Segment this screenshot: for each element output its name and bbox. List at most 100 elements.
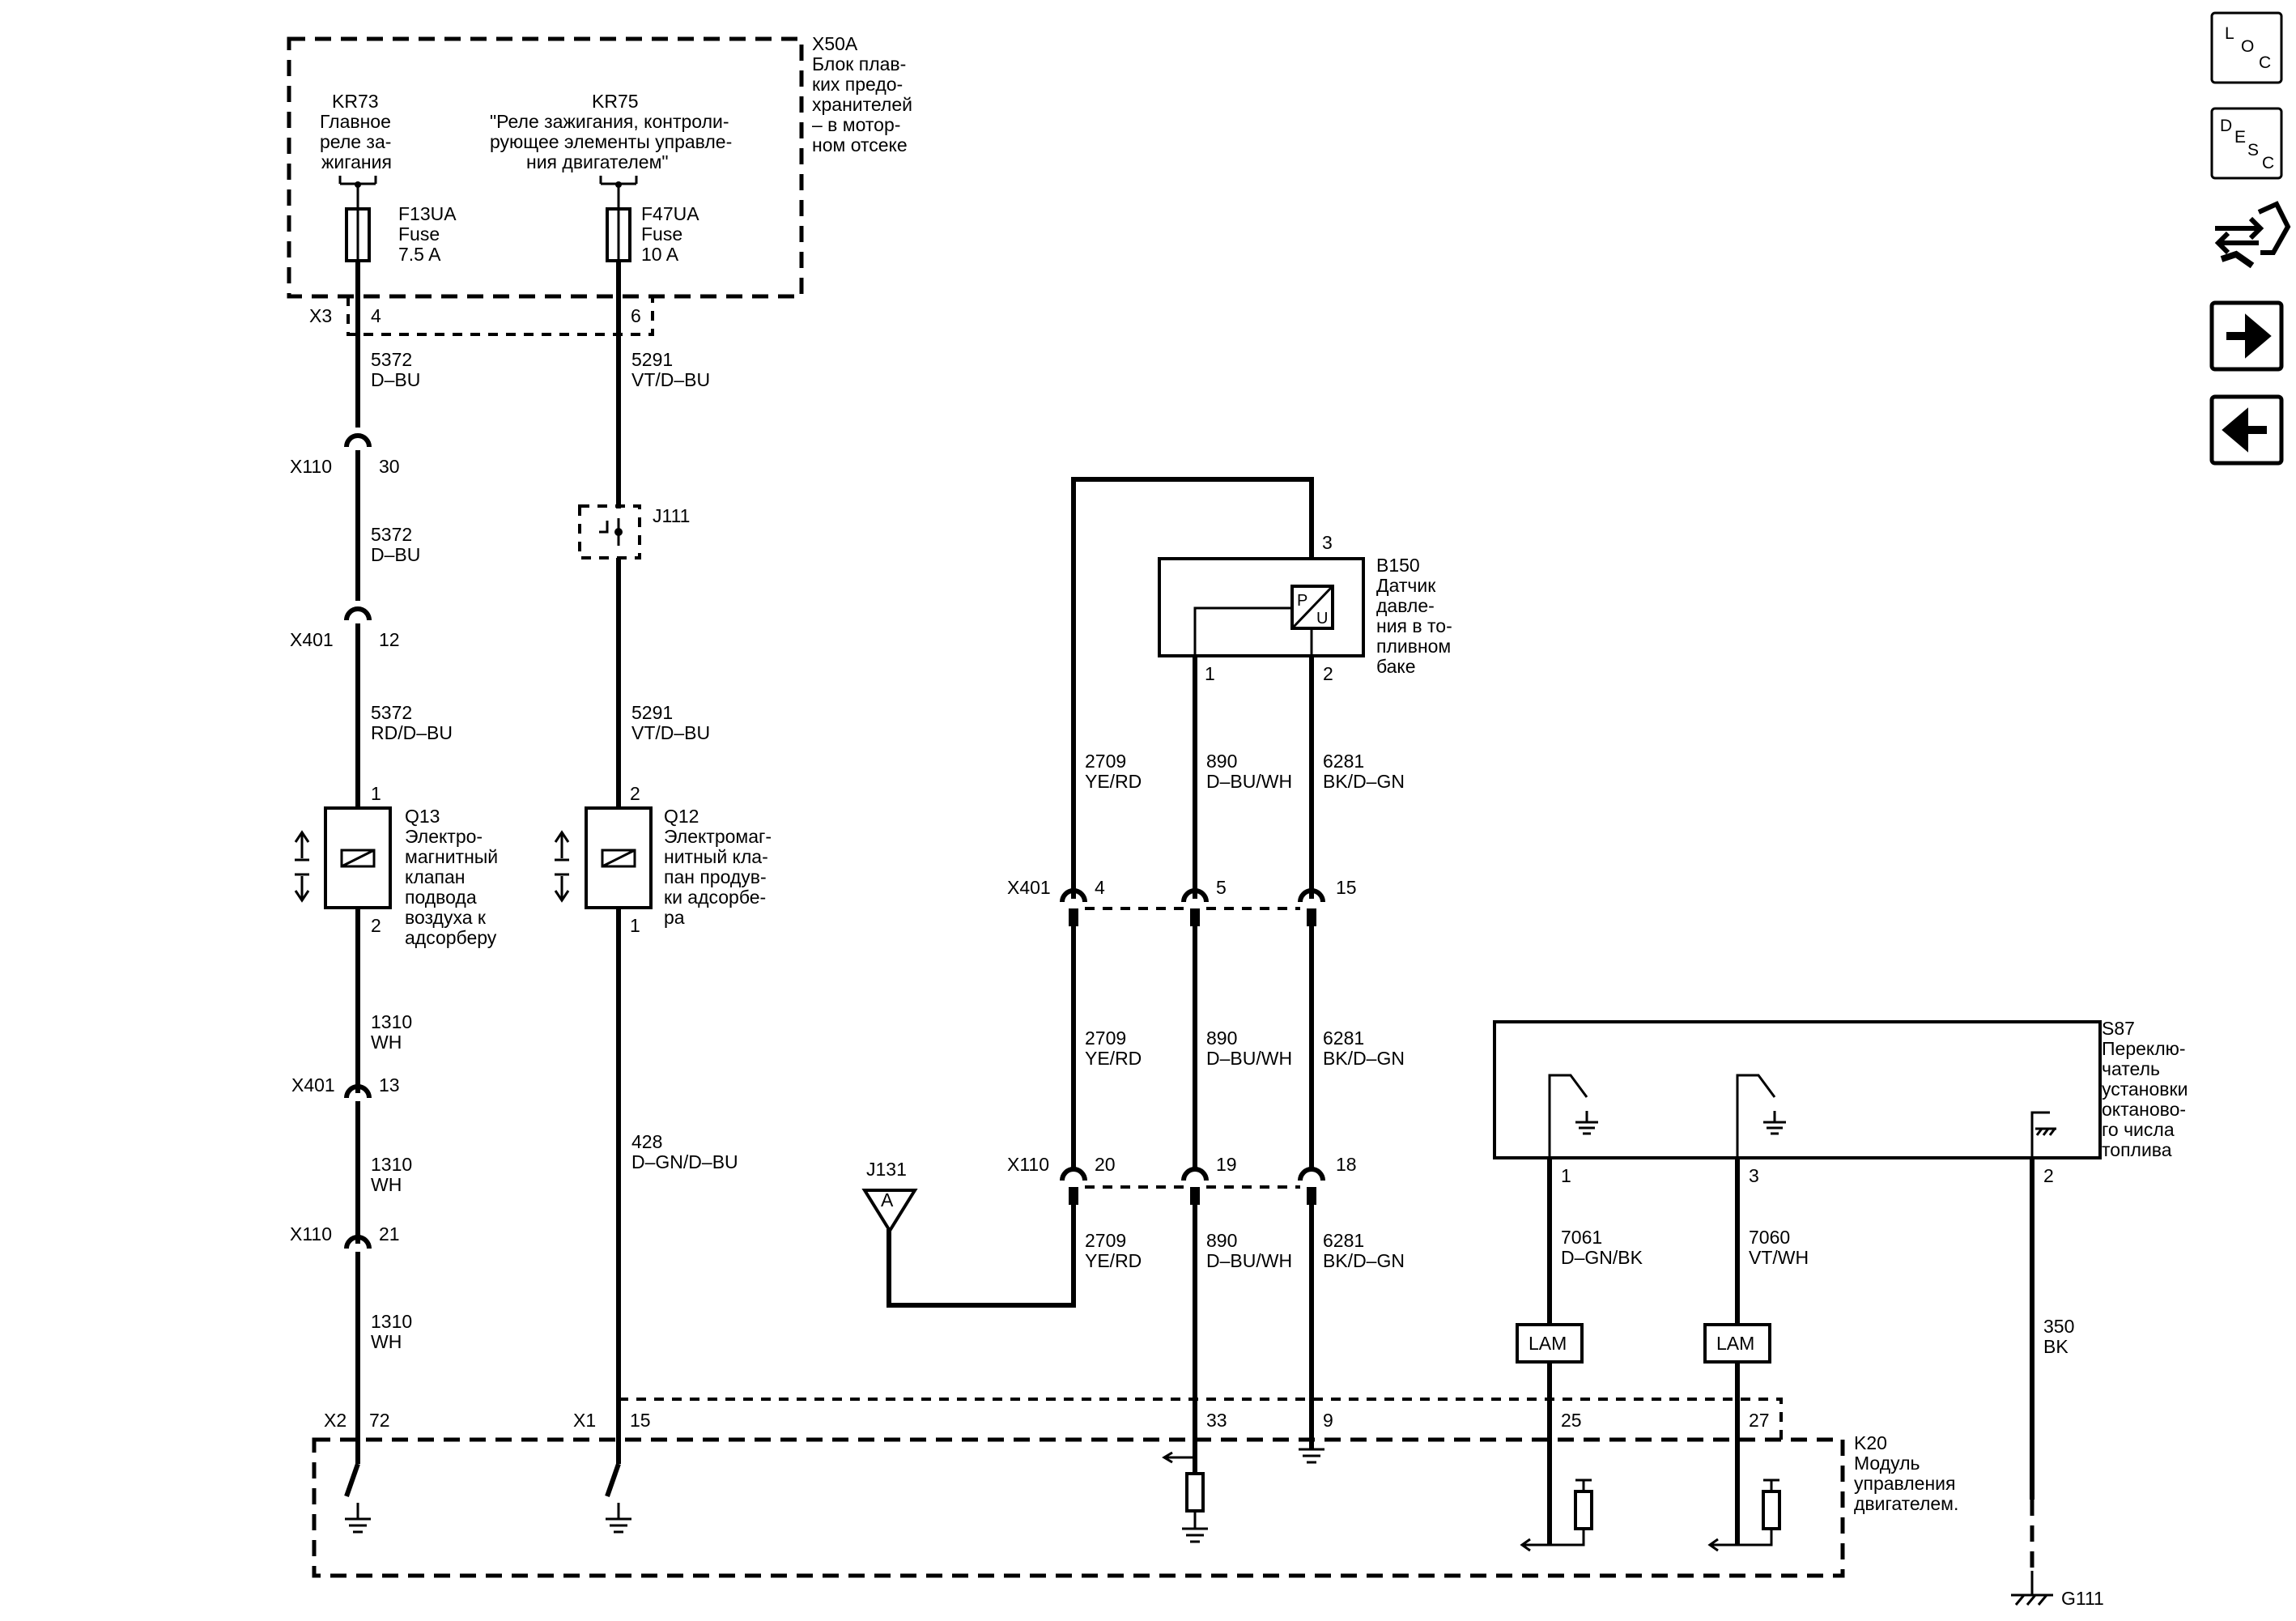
connector-tool-icon: [2220, 250, 2255, 269]
wire-label: 6281: [1323, 751, 1364, 772]
solenoid-q13-desc: Электро-: [405, 826, 483, 847]
wire-label: BK/D–GN: [1323, 1250, 1405, 1271]
splice-pack-j131-label: J131: [866, 1159, 907, 1180]
solenoid-q12-label: Q12: [664, 806, 699, 827]
wire-label: 1310: [371, 1154, 412, 1175]
wire-label: 5291: [631, 702, 673, 723]
ground-icon: [1763, 1111, 1786, 1135]
wire-label: 890: [1206, 1027, 1237, 1049]
wire-label: 7061: [1561, 1227, 1602, 1248]
solenoid-q13-desc: клапан: [405, 866, 465, 887]
wire-label: 1310: [371, 1011, 412, 1032]
wire-label: BK: [2043, 1336, 2069, 1357]
switch-contact-icon: [1548, 1074, 1588, 1158]
loc-icon: L: [2225, 24, 2234, 43]
valve-symbol-icon: [294, 830, 310, 903]
fuel-pressure-sensor-circuit: 3 P U B150 Датчик давле- ния в то- пливн…: [861, 477, 1452, 1543]
relay-kr75-desc: ния двигателем": [526, 151, 669, 172]
pin-label: 19: [1216, 1154, 1237, 1175]
connector-tool-icon: [2257, 201, 2291, 255]
fuse-block-desc: Блок плав-: [812, 53, 906, 74]
connector-symbol-icon: [344, 606, 372, 621]
nav-desc-button[interactable]: D E S C: [2210, 107, 2283, 180]
pin-label: 4: [371, 305, 381, 326]
switch-contact-icon: [1736, 1074, 1776, 1158]
connector-x401-label: X401: [290, 629, 334, 650]
wire-label: 2709: [1085, 1027, 1126, 1049]
nav-loc-button[interactable]: L O C: [2210, 11, 2283, 84]
pin-label: 4: [1095, 877, 1105, 898]
sensor-symbol-u: U: [1316, 610, 1328, 628]
fuse-f13ua-label: F13UA: [398, 203, 457, 224]
wire-label: YE/RD: [1085, 1048, 1142, 1069]
desc-icon: E: [2234, 128, 2246, 147]
ecm-k20: K20 Модуль управления двигателем.: [312, 1432, 1958, 1578]
wire-label: VT/D–BU: [631, 369, 710, 390]
pin-label: 9: [1323, 1410, 1333, 1431]
ground-g111-label: G111: [2061, 1588, 2104, 1609]
sensor-symbol-p: P: [1297, 592, 1307, 610]
connector-x110-label: X110: [290, 1223, 332, 1244]
connector-symbol-icon: [1060, 888, 1325, 903]
signal-arrow-icon: [1520, 1538, 1550, 1552]
pin-label: 6: [631, 305, 641, 326]
wire-label: WH: [371, 1174, 402, 1195]
relay-kr73-desc: Главное: [320, 111, 391, 132]
wire-label: 1310: [371, 1311, 412, 1332]
loc-icon: O: [2241, 37, 2254, 56]
loc-icon: C: [2259, 53, 2271, 72]
wire-label: 350: [2043, 1316, 2074, 1337]
wire-label: YE/RD: [1085, 771, 1142, 792]
pin-label: 30: [379, 456, 400, 477]
wire-label: 6281: [1323, 1027, 1364, 1049]
connector-x2-label: X2: [324, 1410, 347, 1431]
wire-label: D–BU/WH: [1206, 1048, 1292, 1069]
switch-icon: [605, 1463, 621, 1497]
solenoid-q13-desc: воздуха к: [405, 907, 487, 928]
pin-label: 1: [630, 915, 640, 936]
relay-contact-icon: [338, 176, 377, 210]
pin-label: 2: [630, 783, 640, 804]
nav-prev-button[interactable]: [2209, 394, 2284, 466]
wire-label: 890: [1206, 1230, 1237, 1251]
pin-label: 1: [1561, 1165, 1571, 1186]
ground-icon: [606, 1503, 631, 1534]
wire-label: 5291: [631, 349, 673, 370]
sensor-b150-desc: баке: [1376, 656, 1416, 677]
nav-connector-tool-button[interactable]: [2210, 194, 2291, 275]
sensor-b150-label: B150: [1376, 555, 1420, 576]
ground-icon: [1575, 1111, 1598, 1135]
chassis-ground-icon: [2030, 1111, 2056, 1158]
relay-kr75-desc: рующее элементы управле-: [490, 131, 732, 152]
splice-j111-outline: [578, 504, 641, 559]
pin-label: 3: [1749, 1165, 1759, 1186]
fuse-block-desc: ном отсеке: [812, 134, 908, 155]
fuse-f13ua-label: Fuse: [398, 223, 440, 245]
relay-kr75-desc: "Реле зажигания, контроли-: [490, 111, 729, 132]
solenoid-q13-desc: адсорберу: [405, 927, 497, 948]
wire-label: BK/D–GN: [1323, 771, 1405, 792]
nav-next-button[interactable]: [2209, 300, 2284, 372]
pin-label: 2: [1323, 663, 1333, 684]
resistor-icon: [1762, 1490, 1781, 1530]
wire-label: 5372: [371, 524, 412, 545]
relay-kr75-label: KR75: [592, 91, 639, 112]
wire-label: D–BU/WH: [1206, 1250, 1292, 1271]
sensor-b150-desc: пливном: [1376, 636, 1451, 657]
signal-arrow-icon: [1707, 1538, 1737, 1552]
fuse-f47ua-label: 10 A: [641, 244, 679, 265]
solenoid-q12-desc: Электромаг-: [664, 826, 772, 847]
pin-label: 27: [1749, 1410, 1770, 1431]
desc-icon: D: [2220, 117, 2232, 135]
wire-label: D–BU: [371, 544, 420, 565]
wire-label: 6281: [1323, 1230, 1364, 1251]
sensor-b150-desc: давле-: [1376, 595, 1435, 616]
connector-x401-label: X401: [291, 1074, 335, 1096]
switch-s87-desc: топлива: [2102, 1139, 2172, 1160]
relay-kr73-desc: жигания: [321, 151, 392, 172]
circuit-b: 5291 VT/D–BU J111 5291 VT/D–BU 2 Q12 Эле…: [554, 261, 772, 1534]
pin-label: 25: [1561, 1410, 1582, 1431]
solenoid-q13-desc: подвода: [405, 887, 477, 908]
wire-label: RD/D–BU: [371, 722, 453, 743]
